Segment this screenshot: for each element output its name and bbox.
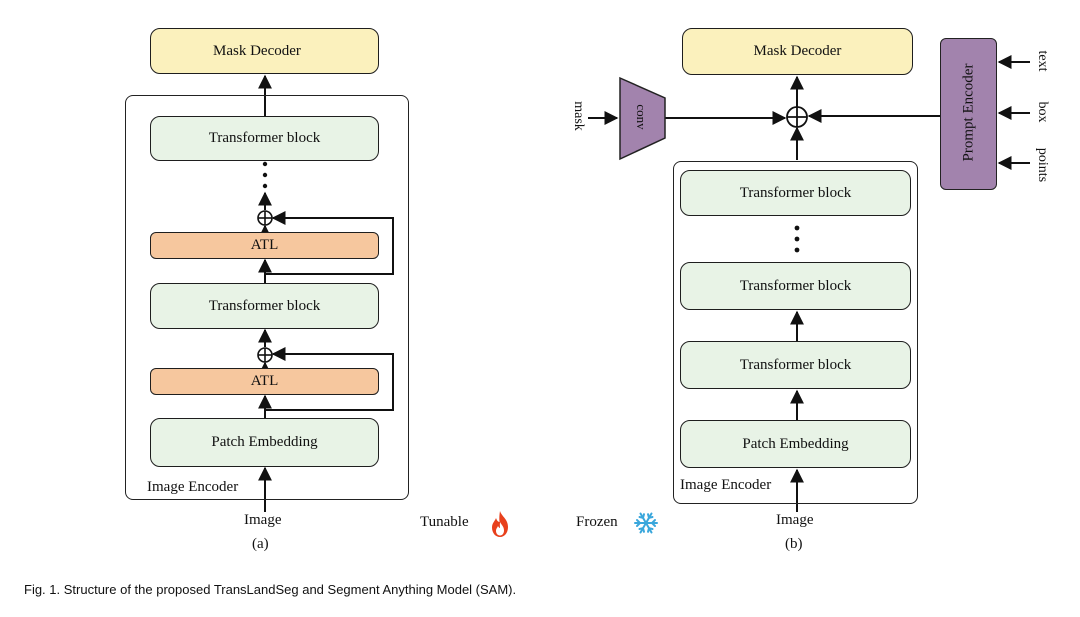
transformer-block-label: Transformer block xyxy=(208,130,321,146)
figure-caption: Fig. 1. Structure of the proposed TransL… xyxy=(24,582,517,597)
ellipsis-dots xyxy=(262,161,268,189)
transformer-block-label: Transformer block xyxy=(208,297,321,314)
patch-embedding-label: Patch Embedding xyxy=(742,435,849,452)
panel-a-label: (a) xyxy=(252,536,269,552)
transformer-block-label: Transformer block xyxy=(739,277,852,294)
image-input-a: Image xyxy=(244,512,282,528)
image-encoder-b xyxy=(673,161,918,504)
conv-label: conv xyxy=(634,104,649,130)
patch-embedding-a: Patch Embedding xyxy=(150,418,379,467)
atl-label: ATL xyxy=(250,237,279,253)
atl-block-a-bottom: ATL xyxy=(150,368,379,395)
mask-decoder-b-label: Mask Decoder xyxy=(753,43,842,59)
transformer-block-b-top: Transformer block xyxy=(680,170,911,216)
fire-icon xyxy=(492,511,508,537)
plus-icon xyxy=(257,210,273,226)
transformer-block-label: Transformer block xyxy=(739,356,852,373)
transformer-block-b-mid: Transformer block xyxy=(680,262,911,310)
mask-input-label: mask xyxy=(571,101,586,131)
ellipsis-dots xyxy=(794,225,800,253)
prompt-input-box: box xyxy=(1035,101,1050,123)
mask-decoder-a: Mask Decoder xyxy=(150,28,379,74)
image-input-b: Image xyxy=(776,512,814,528)
atl-block-a-top: ATL xyxy=(150,232,379,259)
image-encoder-a-label: Image Encoder xyxy=(147,479,239,495)
plus-icon xyxy=(257,347,273,363)
prompt-encoder xyxy=(940,38,997,190)
transformer-block-a-top: Transformer block xyxy=(150,116,379,161)
legend-frozen: Frozen xyxy=(576,514,618,530)
mask-decoder-b: Mask Decoder xyxy=(682,28,913,75)
image-encoder-a xyxy=(125,95,409,500)
image-encoder-b-label: Image Encoder xyxy=(680,477,772,493)
prompt-input-points: points xyxy=(1035,147,1050,183)
transformer-block-label: Transformer block xyxy=(739,184,852,201)
legend-tunable: Tunable xyxy=(420,514,469,530)
transformer-block-a-mid: Transformer block xyxy=(150,283,379,329)
prompt-input-text: text xyxy=(1035,50,1050,72)
transformer-block-b-low: Transformer block xyxy=(680,341,911,389)
plus-icon xyxy=(786,106,808,128)
prompt-encoder-label: Prompt Encoder xyxy=(960,63,977,162)
patch-embedding-label: Patch Embedding xyxy=(211,434,318,450)
mask-decoder-a-label: Mask Decoder xyxy=(213,42,301,59)
patch-embedding-b: Patch Embedding xyxy=(680,420,911,468)
atl-label: ATL xyxy=(250,373,279,389)
snowflake-icon xyxy=(634,512,658,534)
conv-block xyxy=(619,76,666,161)
panel-b-label: (b) xyxy=(785,536,803,552)
